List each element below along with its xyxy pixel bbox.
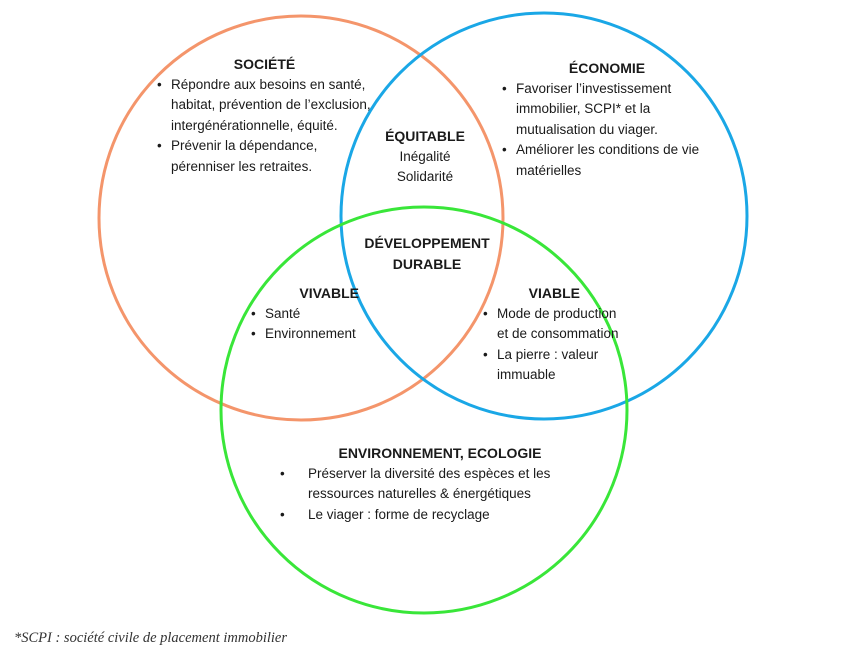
list-item: Mode de production et de consommation [483, 304, 628, 345]
environnement-circle [219, 205, 629, 615]
economie-block: ÉCONOMIE Favoriser l’investissement immo… [502, 58, 712, 181]
list-item: Favoriser l’investissement immobilier, S… [502, 79, 712, 141]
economie-circle [339, 11, 749, 421]
societe-circle [97, 14, 505, 422]
list-item: Améliorer les conditions de vie matériel… [502, 140, 712, 181]
equitable-line: Solidarité [396, 169, 454, 184]
viable-title: VIABLE [528, 285, 580, 301]
environnement-title: ENVIRONNEMENT, ECOLOGIE [338, 445, 542, 461]
vivable-block: VIVABLE Santé Environnement [251, 283, 381, 345]
viable-block: VIABLE Mode de production et de consomma… [483, 283, 628, 386]
environnement-block: ENVIRONNEMENT, ECOLOGIE Préserver la div… [280, 443, 600, 525]
viable-list: Mode de production et de consommation La… [483, 304, 628, 386]
list-item: Répondre aux besoins en santé, habitat, … [157, 75, 372, 137]
list-item: Préserver la diversité des espèces et le… [280, 464, 600, 505]
footnote: *SCPI : société civile de placement immo… [14, 630, 287, 646]
center-block: DÉVELOPPEMENT DURABLE [352, 233, 502, 275]
center-title: DÉVELOPPEMENT DURABLE [364, 235, 490, 272]
list-item: La pierre : valeur immuable [483, 345, 628, 386]
list-item: Santé [251, 304, 381, 325]
economie-title: ÉCONOMIE [568, 60, 646, 76]
equitable-title: ÉQUITABLE [385, 128, 465, 144]
economie-list: Favoriser l’investissement immobilier, S… [502, 79, 712, 182]
equitable-block: ÉQUITABLE Inégalité Solidarité [365, 126, 485, 188]
list-item: Prévenir la dépendance, pérenniser les r… [157, 136, 372, 177]
vivable-list: Santé Environnement [251, 304, 381, 345]
vivable-title: VIVABLE [299, 285, 359, 301]
societe-block: SOCIÉTÉ Répondre aux besoins en santé, h… [157, 54, 372, 177]
societe-title: SOCIÉTÉ [233, 56, 296, 72]
societe-list: Répondre aux besoins en santé, habitat, … [157, 75, 372, 178]
list-item: Environnement [251, 324, 381, 345]
environnement-list: Préserver la diversité des espèces et le… [280, 464, 600, 526]
list-item: Le viager : forme de recyclage [280, 505, 600, 526]
equitable-line: Inégalité [399, 148, 451, 164]
